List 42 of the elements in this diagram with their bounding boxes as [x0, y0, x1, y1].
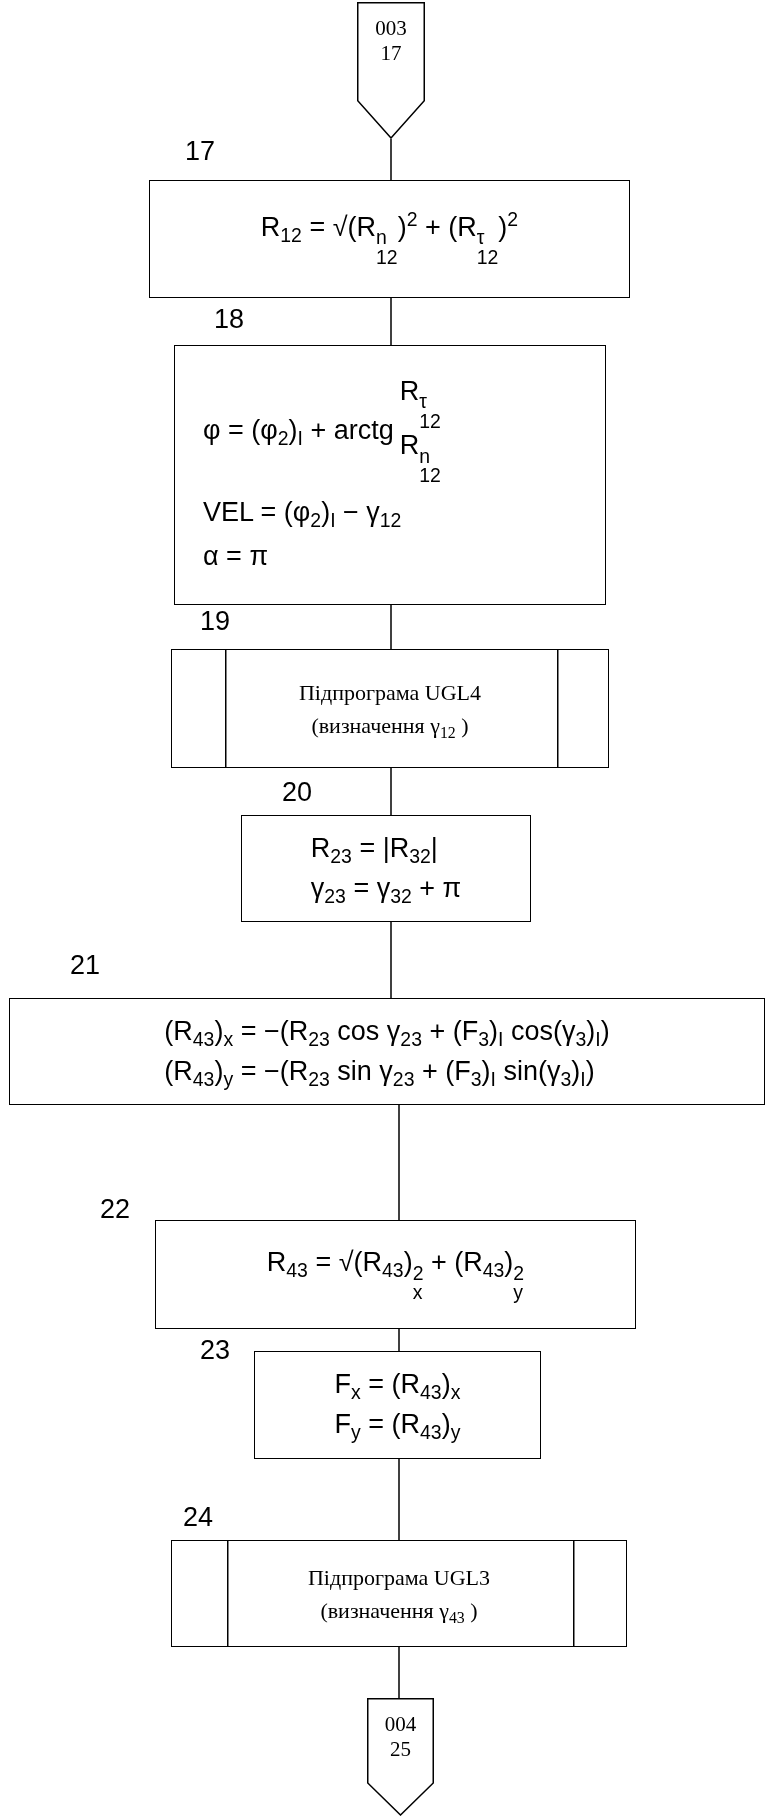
formula: VEL = (φ$_{2}$)$_{I}$ − γ$_{12}$: [203, 495, 403, 530]
process-box: [155, 1220, 636, 1329]
subroutine-label: Підпрограма UGL4: [299, 678, 481, 707]
connector-line: [390, 297, 392, 346]
process-box: [254, 1351, 541, 1459]
subroutine-box: [171, 649, 609, 768]
connector-label: 17: [380, 41, 402, 67]
process-box: [9, 998, 765, 1105]
formula: R$_{23}$ = |R$_{32}$|: [310, 831, 439, 866]
formula: (R$_{43}$)$_{x}$ = −(R$_{23}$ cos γ$_{23}$ + (F$_{3}$)$_{I}$ cos(γ$_{3}$)$_{I}$): [164, 1014, 610, 1049]
subroutine-label: (визначення γ$_{12}$ ): [311, 711, 469, 742]
block-number: 20: [282, 777, 313, 808]
connector-label: 003: [375, 16, 407, 42]
connector-line: [390, 604, 392, 650]
connector-line: [390, 138, 392, 181]
subroutine-label: Підпрограма UGL3: [308, 1563, 490, 1592]
connector-label: 25: [390, 1737, 411, 1763]
connector-label: 004: [384, 1712, 417, 1738]
process-box: [149, 180, 630, 298]
process-box: [241, 815, 531, 922]
connector-line: [390, 767, 392, 816]
connector-line: [390, 921, 392, 999]
block-number: 19: [200, 606, 231, 637]
connector-line: [398, 1328, 400, 1352]
formula: φ = (φ$_{2}$)$_{I}$ + arctg: [203, 414, 394, 449]
process-box: [174, 345, 606, 605]
subroutine-box: [171, 1540, 627, 1647]
block-number: 21: [70, 950, 101, 981]
block-number: 22: [100, 1194, 131, 1225]
formula: α = π: [203, 539, 269, 573]
formula: F$_{y}$ = (R$_{43}$)$_{y}$: [334, 1408, 461, 1442]
connector-line: [398, 1646, 400, 1699]
formula: F$_{x}$ = (R$_{43}$)$_{x}$: [334, 1368, 461, 1402]
formula: (R$_{43}$)$_{y}$ = −(R$_{23}$ sin γ$_{23}$ + (F$_{3}$)$_{I}$ sin(γ$_{3}$)$_{I}$): [164, 1054, 596, 1089]
block-number: 24: [183, 1502, 214, 1533]
connector-line: [398, 1104, 400, 1221]
formula: γ$_{23}$ = γ$_{32}$ + π: [310, 871, 462, 906]
block-number: 18: [214, 304, 245, 335]
connector-line: [398, 1458, 400, 1541]
block-number: 17: [185, 136, 216, 167]
subroutine-label: (визначення γ$_{43}$ ): [320, 1596, 478, 1627]
block-number: 23: [200, 1335, 231, 1366]
